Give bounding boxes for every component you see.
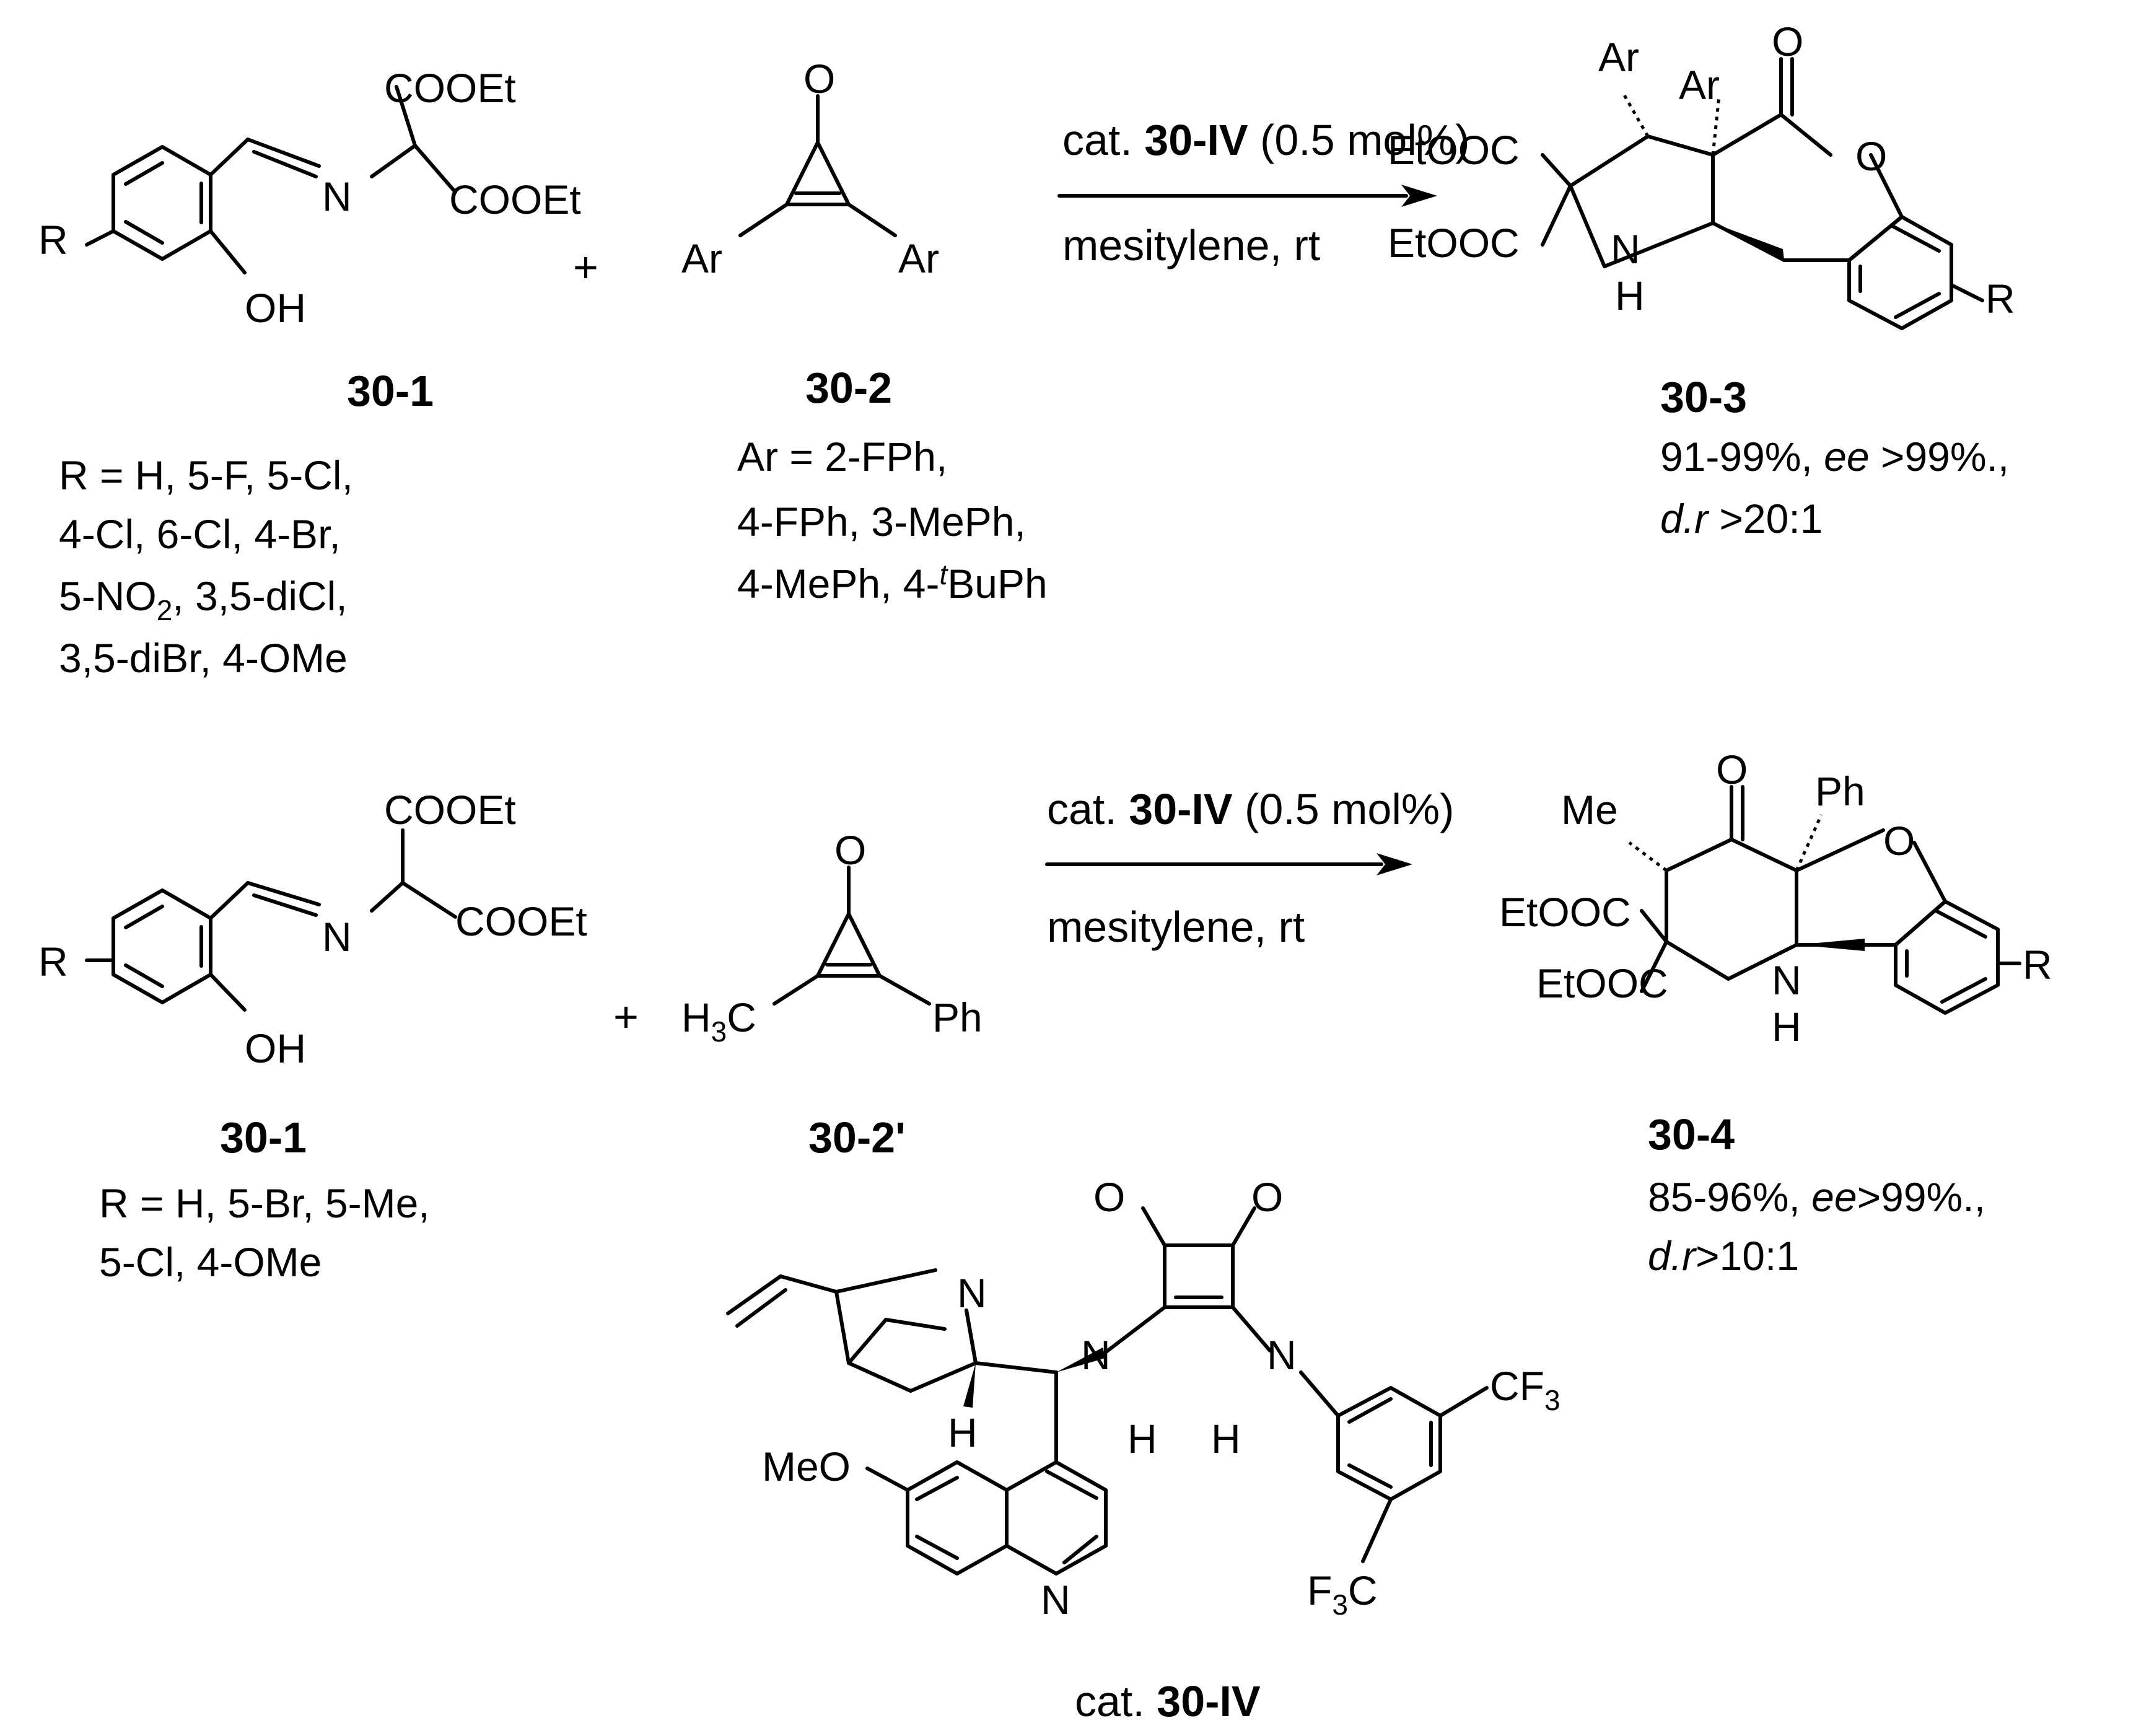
cf3-label: F3C — [1307, 1567, 1378, 1621]
compound-id: 30-1 — [220, 1113, 307, 1162]
substituent-line: 5-NO2, 3,5-diCl, — [59, 573, 348, 626]
bottom-product-30-4: O Ph Me O EtOOC EtOOC N H R 30-4 85-96%,… — [1499, 747, 2052, 1279]
methyl-label: H3C — [681, 994, 756, 1048]
ring-o-label: O — [1883, 818, 1915, 864]
hydroxyl-label: OH — [245, 1025, 306, 1071]
aryl-line: Ar = 2-FPh, — [737, 434, 947, 480]
aryl-line: 4-FPh, 3-MePh, — [737, 499, 1026, 545]
compound-id: 30-2' — [808, 1113, 906, 1162]
amide-n-label: N — [1267, 1332, 1297, 1378]
solvent-condition: mesitylene, rt — [1062, 221, 1320, 270]
substituent-line: R = H, 5-Br, 5-Me, — [99, 1180, 430, 1226]
ester-label: COOEt — [449, 177, 581, 222]
catalyst-condition: cat. 30-IV (0.5 mol%) — [1062, 116, 1469, 164]
top-starting-material-30-2: O Ar Ar 30-2 Ar = 2-FPh, 4-FPh, 3-MePh, … — [681, 56, 1048, 607]
r-group-label: R — [38, 217, 68, 263]
top-reaction-arrow: cat. 30-IV (0.5 mol%) mesitylene, rt — [1057, 116, 1469, 270]
r-group-label: R — [38, 939, 68, 984]
quinuclidine-n-label: N — [957, 1270, 987, 1316]
substituent-line: 5-Cl, 4-OMe — [99, 1239, 322, 1285]
compound-id: 30-4 — [1648, 1110, 1735, 1159]
phenyl-label: Ph — [932, 994, 983, 1040]
plus-sign: + — [613, 993, 639, 1041]
amide-h-label: H — [1127, 1416, 1157, 1462]
squaramide-o-label: O — [1093, 1174, 1125, 1220]
ester-label: EtOOC — [1388, 127, 1520, 173]
ester-label: COOEt — [455, 898, 587, 944]
plus-sign: + — [573, 243, 598, 291]
top-starting-material-30-1: R OH N COOEt COOEt 30-1 R = H, 5-F, 5-Cl… — [38, 65, 581, 681]
r-group-label: R — [1985, 276, 2015, 322]
methyl-label: Me — [1561, 787, 1618, 833]
solvent-condition: mesitylene, rt — [1047, 903, 1305, 951]
amide-h-label: H — [1211, 1416, 1241, 1462]
ester-label: COOEt — [384, 65, 516, 111]
amine-n-label: N — [1772, 957, 1801, 1003]
amine-n-label: N — [1611, 226, 1640, 272]
amine-h-label: H — [1772, 1004, 1801, 1050]
ring-o-label: O — [1855, 133, 1887, 179]
aryl-label: Ar — [1679, 62, 1720, 108]
phenyl-label: Ph — [1815, 768, 1865, 814]
carbonyl-o-label: O — [1772, 19, 1803, 64]
imine-n-label: N — [322, 914, 352, 960]
bottom-reaction-arrow: cat. 30-IV (0.5 mol%) mesitylene, rt — [1045, 785, 1454, 951]
dr-line: d.r >20:1 — [1660, 496, 1823, 541]
ester-label: COOEt — [384, 787, 516, 833]
yield-line: 91-99%, ee >99%., — [1660, 434, 2009, 480]
aryl-line: 4-MePh, 4-tBuPh — [737, 558, 1048, 607]
aryl-label: Ar — [681, 235, 722, 281]
compound-id: 30-3 — [1660, 373, 1747, 421]
imine-n-label: N — [322, 173, 352, 219]
carbonyl-o-label: O — [834, 827, 866, 873]
amide-n-label: N — [1081, 1332, 1111, 1378]
catalyst-label: cat. 30-IV — [1075, 1677, 1261, 1725]
yield-line: 85-96%, ee>99%., — [1648, 1174, 1985, 1220]
substituent-line: 4-Cl, 6-Cl, 4-Br, — [59, 511, 341, 557]
methoxy-label: MeO — [762, 1444, 851, 1489]
bottom-starting-material-30-1: R OH N COOEt COOEt 30-1 R = H, 5-Br, 5-M… — [38, 787, 587, 1285]
catalyst-condition: cat. 30-IV (0.5 mol%) — [1047, 785, 1454, 833]
r-group-label: R — [2023, 942, 2052, 988]
carbonyl-o-label: O — [1716, 747, 1748, 792]
catalyst-30-IV: N H N H H N O O MeO N CF3 F3C cat. 30-IV — [726, 1174, 1560, 1725]
substituent-line: 3,5-diBr, 4-OMe — [59, 635, 348, 681]
substituent-line: R = H, 5-F, 5-Cl, — [59, 452, 353, 498]
carbonyl-o-label: O — [803, 56, 835, 102]
quinoline-n-label: N — [1041, 1577, 1070, 1623]
compound-id: 30-2 — [805, 364, 892, 412]
dr-line: d.r>10:1 — [1648, 1233, 1799, 1279]
cf3-label: CF3 — [1490, 1363, 1560, 1416]
amine-h-label: H — [1615, 273, 1645, 318]
squaramide-o-label: O — [1251, 1174, 1283, 1220]
aryl-label: Ar — [898, 235, 939, 281]
top-product-30-3: EtOOC EtOOC Ar Ar O O N H R 30-3 91-99%,… — [1388, 19, 2015, 541]
bottom-starting-material-30-2-prime: O H3C Ph 30-2' — [681, 827, 983, 1162]
aryl-label: Ar — [1598, 34, 1639, 80]
stereo-h-label: H — [948, 1409, 978, 1455]
ester-label: EtOOC — [1536, 960, 1668, 1006]
hydroxyl-label: OH — [245, 285, 306, 331]
ester-label: EtOOC — [1388, 220, 1520, 266]
ester-label: EtOOC — [1499, 889, 1631, 935]
compound-id: 30-1 — [347, 367, 434, 415]
